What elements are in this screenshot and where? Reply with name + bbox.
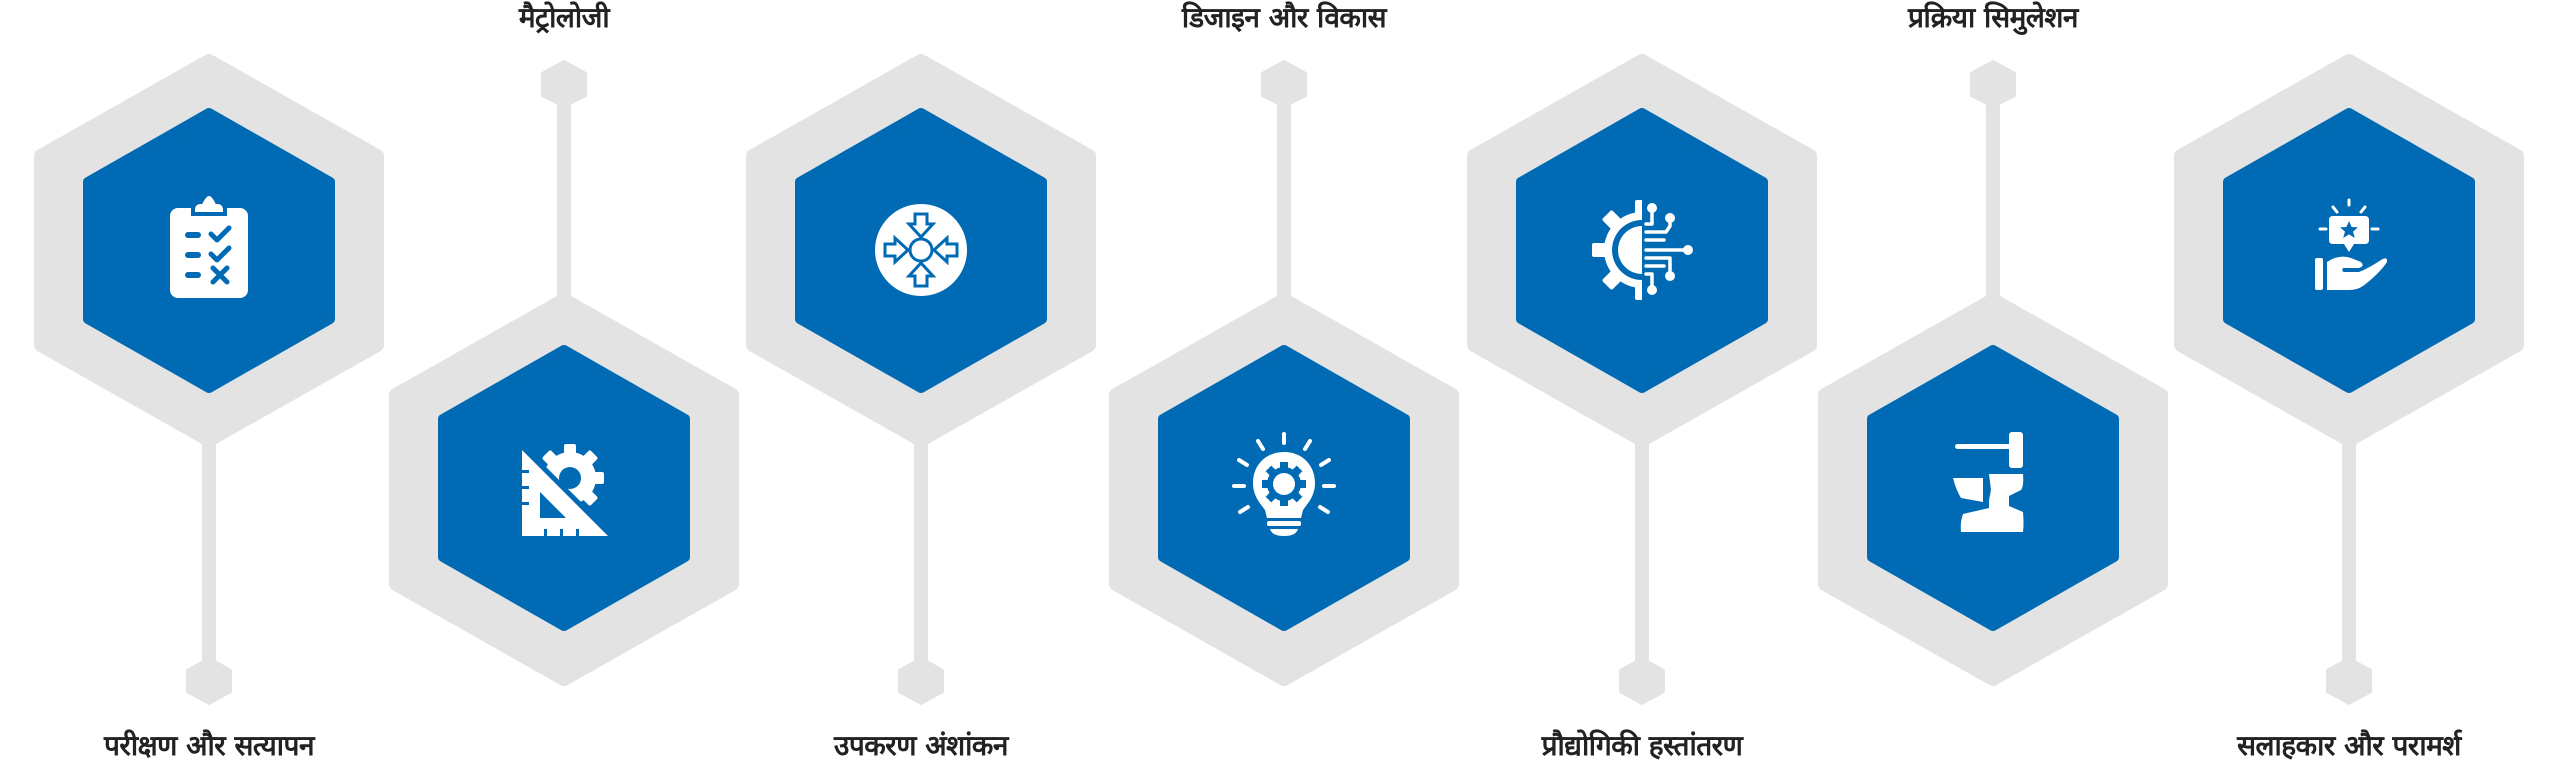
step-metrology: मैट्रोलोजी	[384, 0, 744, 768]
hexagon-frame	[2174, 54, 2524, 705]
hexagon-frame	[1467, 54, 1817, 705]
step-technology-transfer: प्रौद्योगिकी हस्तांतरण	[1462, 0, 1822, 768]
step-process-simulation: प्रक्रिया सिमुलेशन	[1813, 0, 2173, 768]
hand-star-message-icon	[2289, 190, 2409, 310]
lightbulb-gear-icon	[1224, 428, 1344, 548]
step-design-development: डिजाइन और विकास	[1104, 0, 1464, 768]
anvil-hammer-icon	[1933, 428, 2053, 548]
hexagon-frame	[34, 54, 384, 705]
step-label: प्रौद्योगिकी हस्तांतरण	[1541, 729, 1743, 762]
step-label: डिजाइन और विकास	[1181, 1, 1387, 34]
hexagon-frame	[746, 54, 1096, 705]
step-label: उपकरण अंशांकन	[834, 729, 1008, 762]
clipboard-checklist-icon	[149, 190, 269, 310]
step-label: मैट्रोलोजी	[518, 1, 610, 34]
step-label: परीक्षण और सत्यापन	[103, 729, 315, 762]
step-testing-verification: परीक्षण और सत्यापन	[29, 0, 389, 768]
hexagon-frame	[1818, 60, 2168, 686]
hexagon-frame	[389, 60, 739, 686]
step-label: सलाहकार और परामर्श	[2237, 729, 2461, 762]
hexagon-frame	[1109, 60, 1459, 686]
step-label: प्रक्रिया सिमुलेशन	[1908, 1, 2078, 34]
step-instrument-calibration: उपकरण अंशांकन	[741, 0, 1101, 768]
set-square-gear-icon	[504, 430, 624, 550]
converging-arrows-icon	[861, 190, 981, 310]
step-advisory-consultancy: सलाहकार और परामर्श	[2169, 0, 2529, 768]
gear-circuit-icon	[1582, 190, 1702, 310]
